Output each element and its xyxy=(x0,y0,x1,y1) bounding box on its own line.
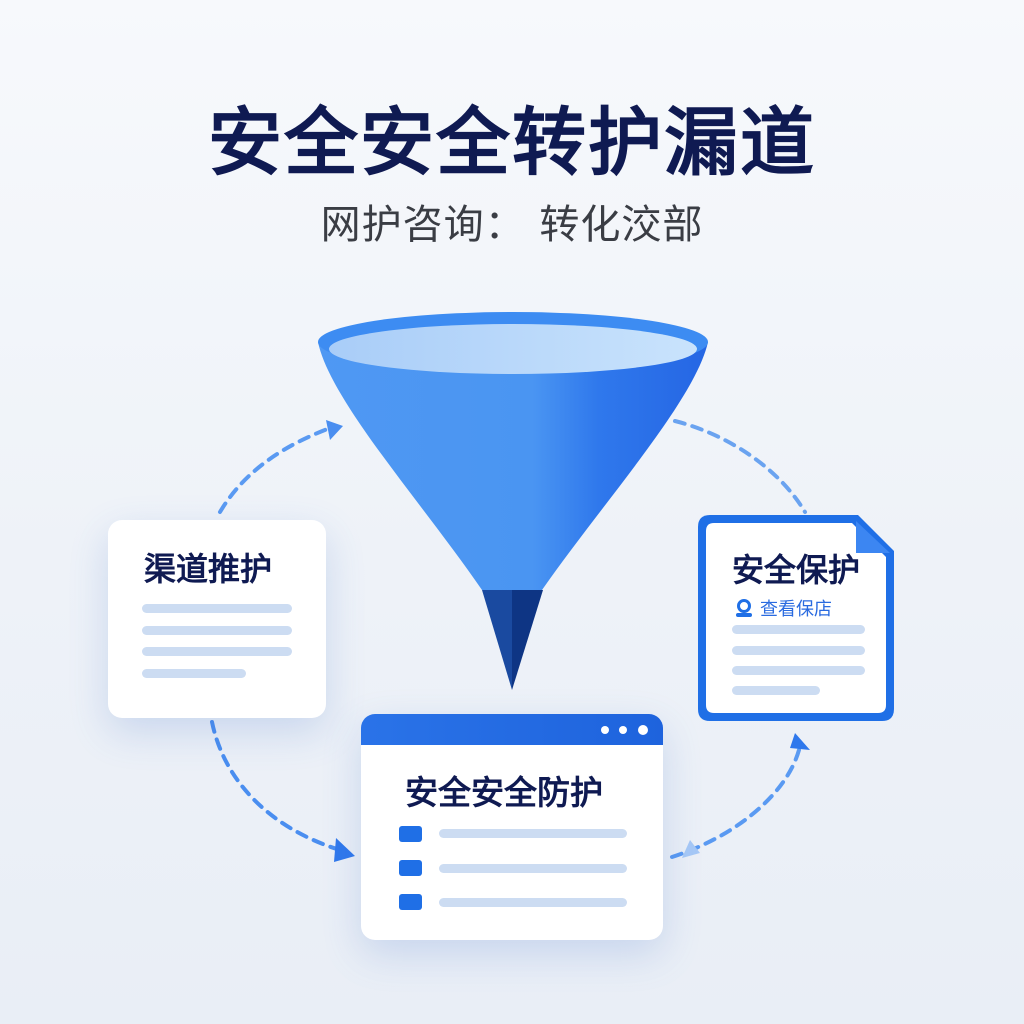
placeholder-line xyxy=(142,669,246,678)
page-subtitle: 网护咨询： 转化洨部 xyxy=(320,202,704,248)
arrow-funnel-to-right-icon xyxy=(673,419,807,514)
placeholder-line xyxy=(142,626,292,635)
channel-card[interactable]: 渠道推护 xyxy=(108,520,326,718)
placeholder-line xyxy=(439,829,627,838)
user-icon xyxy=(736,599,752,617)
placeholder-line xyxy=(142,604,292,613)
placeholder-line xyxy=(732,686,820,695)
list-bullet-icon xyxy=(399,894,422,910)
view-link-label: 查看保店 xyxy=(760,599,832,620)
arrow-left-to-bottom-icon xyxy=(210,720,355,862)
placeholder-line xyxy=(439,864,627,873)
security-defense-window[interactable]: 安全安全防护 xyxy=(361,714,663,940)
funnel-icon xyxy=(318,312,708,690)
security-protection-card[interactable]: 安全保护 查看保店 xyxy=(698,515,894,721)
window-dot-icon xyxy=(601,726,609,734)
placeholder-line xyxy=(732,646,865,655)
window-titlebar xyxy=(361,714,663,745)
placeholder-line xyxy=(142,647,292,656)
security-card-title: 安全保护 xyxy=(732,551,861,589)
placeholder-line xyxy=(732,666,865,675)
defense-card-title: 安全安全防护 xyxy=(405,773,603,812)
page-title: 安全安全转护漏道 xyxy=(208,100,816,186)
arrow-left-to-funnel-icon xyxy=(218,420,343,514)
list-bullet-icon xyxy=(399,860,422,876)
placeholder-line xyxy=(732,625,865,634)
view-link[interactable]: 查看保店 xyxy=(734,595,832,621)
channel-card-title: 渠道推护 xyxy=(144,550,273,588)
arrow-bottom-to-right-icon xyxy=(670,733,810,859)
placeholder-line xyxy=(439,898,627,907)
window-dot-icon xyxy=(619,726,627,734)
list-bullet-icon xyxy=(399,826,422,842)
window-dot-icon xyxy=(638,725,648,735)
